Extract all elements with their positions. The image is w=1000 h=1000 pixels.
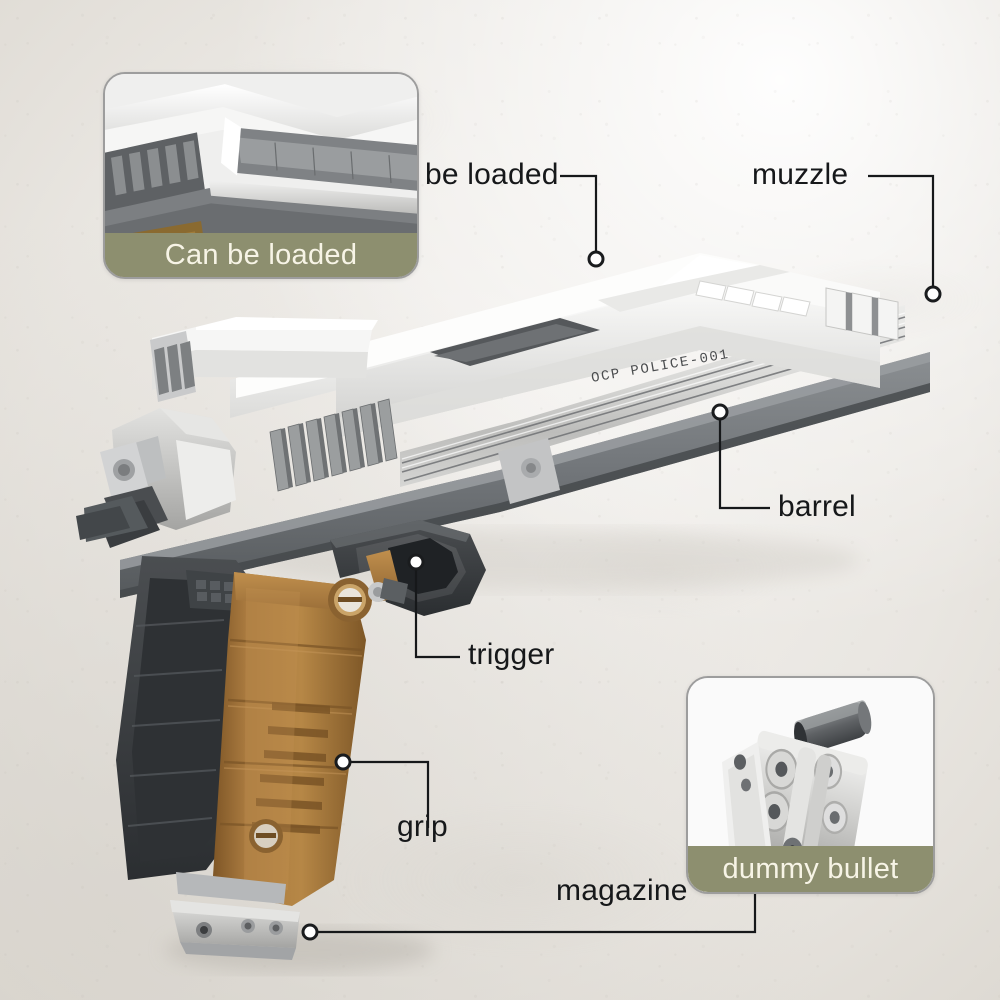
inset-bullet-caption-bar: dummy bullet bbox=[688, 846, 933, 892]
inset-loaded-caption-text: Can be loaded bbox=[164, 238, 358, 271]
leader-dot-magazine bbox=[301, 923, 319, 941]
inset-loaded-caption-bar: Can be loaded bbox=[105, 233, 417, 277]
leader-dot-be-loaded bbox=[587, 250, 605, 268]
callout-label-magazine: magazine bbox=[556, 874, 688, 907]
callout-label-barrel: barrel bbox=[778, 490, 856, 523]
baseplate-pins bbox=[196, 919, 283, 938]
grip-screw-lower bbox=[249, 819, 283, 853]
leader-line-be-loaded bbox=[560, 174, 598, 259]
muzzle-fins bbox=[825, 287, 899, 341]
leader-dot-barrel bbox=[711, 403, 729, 421]
inset-dummy-bullet: dummy bullet bbox=[686, 676, 935, 894]
leader-line-magazine bbox=[310, 890, 757, 934]
grip-screw-upper bbox=[328, 578, 372, 622]
inset-bullet-caption-text: dummy bullet bbox=[722, 852, 899, 885]
callout-label-trigger: trigger bbox=[468, 638, 555, 671]
leader-dot-muzzle bbox=[924, 285, 942, 303]
leader-line-trigger bbox=[414, 562, 460, 659]
callout-label-muzzle: muzzle bbox=[752, 158, 849, 191]
leader-line-muzzle bbox=[868, 174, 935, 294]
inset-bullet-photo bbox=[688, 678, 933, 892]
inset-can-be-loaded: Can be loaded bbox=[103, 72, 419, 279]
callout-label-grip: grip bbox=[397, 810, 448, 843]
leader-line-barrel bbox=[718, 412, 770, 510]
leader-line-grip bbox=[343, 760, 430, 828]
slide-serrations bbox=[269, 398, 398, 492]
callout-label-be-loaded: be loaded bbox=[425, 158, 559, 191]
leader-dot-trigger bbox=[407, 553, 425, 571]
leader-dot-grip bbox=[334, 753, 352, 771]
